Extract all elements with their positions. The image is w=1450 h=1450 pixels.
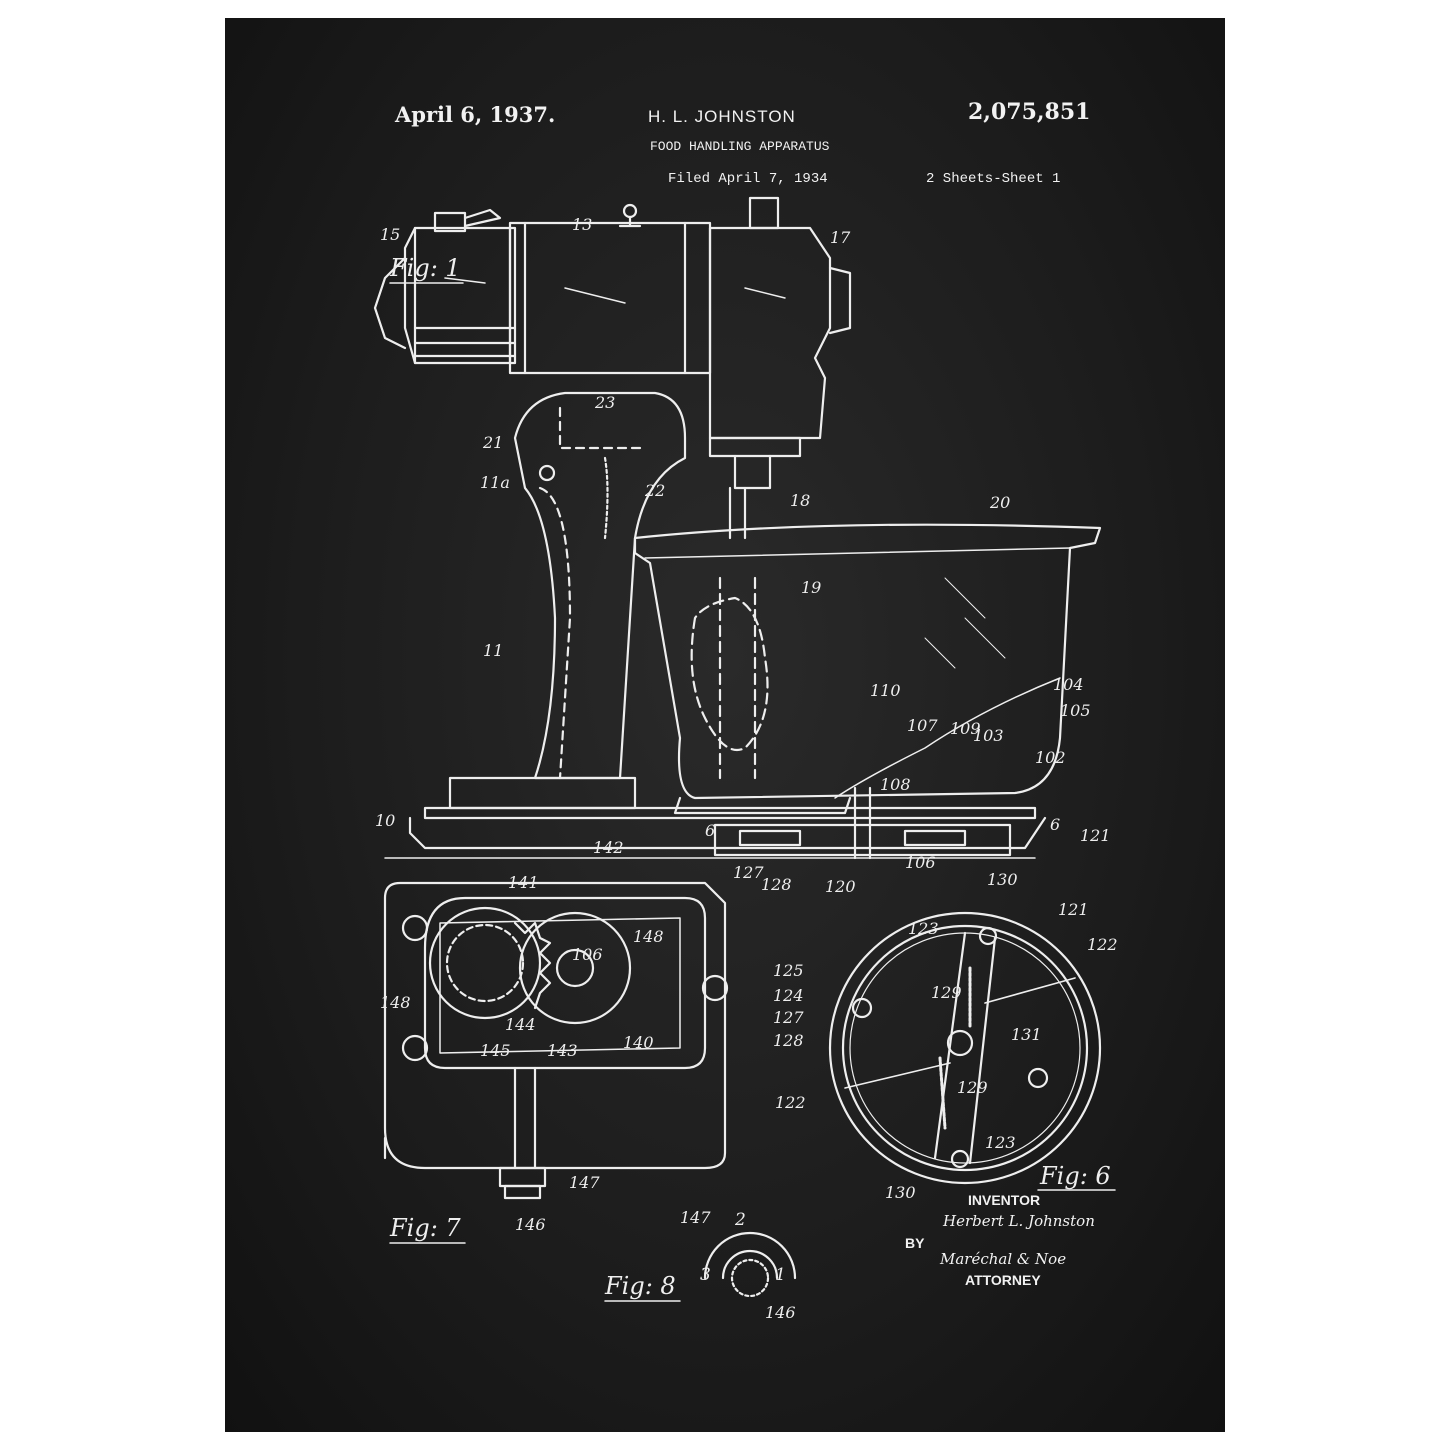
reference-numeral: 147 [680, 1208, 711, 1227]
fig1-label: Fig: 1 [389, 254, 461, 282]
reference-numeral: 11a [480, 473, 510, 492]
by-label: BY [905, 1235, 925, 1251]
patent-drawing: 151317232111a221820191111010410510710910… [373, 196, 1118, 1322]
reference-numeral: 102 [1035, 748, 1066, 767]
inventor-name: H. L. JOHNSTON [648, 107, 796, 126]
fig6-circular-base [828, 911, 1102, 1185]
reference-numeral: 109 [950, 719, 981, 738]
reference-numeral: 129 [931, 983, 962, 1002]
reference-numeral: 3 [700, 1265, 711, 1285]
fig8-dial [703, 1231, 797, 1298]
reference-numeral: 120 [825, 877, 856, 896]
reference-numeral: 144 [505, 1015, 536, 1034]
reference-numeral: 2 [734, 1210, 746, 1230]
patent-number: 2,075,851 [968, 99, 1091, 125]
fig8-label: Fig: 8 [604, 1272, 676, 1300]
reference-numeral: 18 [790, 491, 810, 510]
reference-numeral: 124 [773, 986, 804, 1005]
reference-numeral: 145 [480, 1041, 511, 1060]
reference-numeral: 127 [773, 1008, 804, 1027]
mixer-column [513, 391, 687, 780]
reference-numeral: 122 [775, 1093, 806, 1112]
reference-numeral: 148 [633, 927, 664, 946]
reference-numeral: 146 [765, 1303, 796, 1322]
reference-numeral: 121 [1080, 826, 1111, 845]
reference-numeral: 142 [593, 838, 624, 857]
reference-numeral: 141 [508, 873, 539, 892]
fig6-label: Fig: 6 [1039, 1162, 1111, 1190]
reference-numeral: 17 [830, 228, 851, 247]
reference-numeral: 130 [885, 1183, 916, 1202]
reference-numeral: 107 [907, 716, 938, 735]
reference-numeral: 148 [380, 993, 411, 1012]
reference-numeral: 13 [572, 215, 592, 234]
reference-numeral: 125 [773, 961, 804, 980]
reference-numeral: 10 [375, 811, 395, 830]
reference-numeral: 131 [1011, 1025, 1042, 1044]
attorney-signature: Maréchal & Noe [940, 1250, 1067, 1268]
mixer-base [384, 776, 1047, 860]
mixer-head [373, 196, 852, 490]
reference-numeral: 110 [870, 681, 901, 700]
reference-numeral: 22 [644, 481, 665, 500]
reference-numeral: 121 [1058, 900, 1089, 919]
reference-numeral: 15 [380, 225, 400, 244]
fig7-label: Fig: 7 [389, 1214, 461, 1242]
filed-date: Filed April 7, 1934 [668, 171, 828, 187]
reference-numeral: 105 [1060, 701, 1091, 720]
patent-title: FOOD HANDLING APPARATUS [650, 139, 830, 154]
reference-numeral: 123 [908, 919, 939, 938]
inventor-signature: Herbert L. Johnston [943, 1212, 1095, 1230]
reference-numeral: 21 [482, 433, 503, 452]
reference-numeral: 143 [547, 1041, 578, 1060]
reference-numeral: 127 [733, 863, 764, 882]
reference-numeral: 130 [987, 870, 1018, 889]
fig7-gearbox [383, 881, 729, 1200]
mixing-bowl [633, 486, 1102, 815]
reference-numeral: 123 [985, 1133, 1016, 1152]
reference-numeral: 122 [1087, 935, 1118, 954]
reference-numeral: 147 [569, 1173, 600, 1192]
reference-numeral: 104 [1053, 675, 1084, 694]
reference-numeral: 129 [957, 1078, 988, 1097]
reference-numeral: 20 [989, 493, 1010, 512]
reference-numeral: 6 [1050, 815, 1060, 834]
reference-numeral: 140 [623, 1033, 654, 1052]
reference-numeral: 23 [594, 393, 615, 412]
reference-numeral: 1 [775, 1265, 786, 1285]
patent-date: April 6, 1937. [395, 102, 556, 127]
inventor-label: INVENTOR [968, 1192, 1041, 1208]
reference-numeral: 108 [880, 775, 911, 794]
patent-poster: April 6, 1937. H. L. JOHNSTON 2,075,851 … [225, 18, 1225, 1432]
reference-numeral: 11 [483, 641, 503, 660]
reference-numeral: 103 [973, 726, 1004, 745]
reference-numeral: 106 [905, 853, 936, 872]
sheet-count: 2 Sheets-Sheet 1 [926, 171, 1061, 187]
reference-numeral: 19 [801, 578, 821, 597]
reference-numeral: 6 [705, 821, 715, 840]
reference-numeral: 128 [761, 875, 792, 894]
reference-numeral: 128 [773, 1031, 804, 1050]
attorney-label: ATTORNEY [965, 1272, 1041, 1288]
reference-numeral: 106 [572, 945, 603, 964]
reference-numeral: 146 [515, 1215, 546, 1234]
